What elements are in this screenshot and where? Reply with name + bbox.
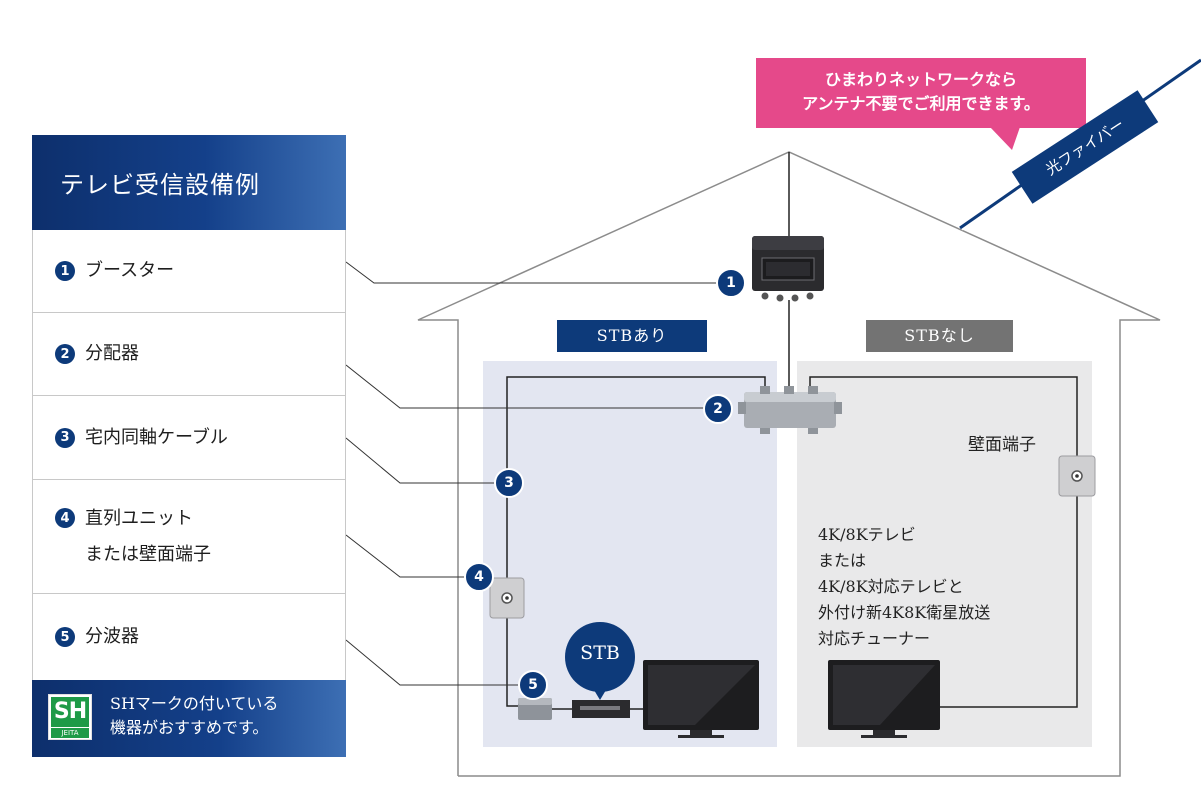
tv-description-line: または <box>818 551 867 570</box>
legend-number: 5 <box>55 627 75 647</box>
diplexer-device <box>518 698 552 720</box>
legend-item-booster: 1 ブースター <box>33 230 345 313</box>
series-unit-left <box>489 577 525 619</box>
tv-description: 4K/8Kテレビ または 4K/8K対応テレビと 外付け新4K8K衛星放送 対応… <box>818 522 990 652</box>
room-badge-without-stb: STBなし <box>866 320 1013 352</box>
legend-item-coax-cable: 3 宅内同軸ケーブル <box>33 396 345 480</box>
callout-diplexer: 5 <box>518 670 548 700</box>
sh-mark-logo: SH JEITA <box>48 694 92 740</box>
booster-device <box>752 236 824 302</box>
bubble-tail <box>990 127 1020 150</box>
house-outline <box>417 151 1161 777</box>
tv-description-line: 外付け新4K8K衛星放送 <box>818 603 991 622</box>
stb-box <box>572 690 630 718</box>
legend-number: 4 <box>55 508 75 528</box>
callout-splitter: 2 <box>703 394 733 424</box>
callout-booster: 1 <box>716 268 746 298</box>
legend-label-group: 直列ユニット または壁面端子 <box>85 501 211 573</box>
sh-logo-sub: JEITA <box>51 728 89 738</box>
tv-right <box>828 660 940 738</box>
legend-label: 分配器 <box>85 343 139 364</box>
sh-note-line: 機器がおすすめです。 <box>110 718 269 737</box>
sh-mark-note: SH JEITA SHマークの付いている 機器がおすすめです。 <box>32 680 346 757</box>
leader-lines <box>345 261 717 686</box>
legend-label: 分波器 <box>85 626 139 647</box>
legend-number: 2 <box>55 344 75 364</box>
wall-terminal-right <box>1058 455 1096 497</box>
legend-number: 1 <box>55 261 75 281</box>
splitter-device <box>738 386 842 434</box>
room-badge-with-stb: STBあり <box>557 320 707 352</box>
tv-left <box>643 660 759 738</box>
stb-label-circle: STB <box>565 622 635 692</box>
bubble-line: ひまわりネットワークなら <box>824 70 1017 89</box>
legend-label: 直列ユニット <box>85 507 193 529</box>
tv-description-line: 4K/8Kテレビ <box>818 525 916 544</box>
sh-logo-main: SH <box>51 697 89 727</box>
legend-number: 3 <box>55 427 75 448</box>
legend-title: テレビ受信設備例 <box>32 135 346 230</box>
legend-label: 宅内同軸ケーブル <box>85 426 228 448</box>
legend-item-series-unit: 4 直列ユニット または壁面端子 <box>33 480 345 594</box>
legend-label: ブースター <box>85 260 175 281</box>
callout-series-unit: 4 <box>464 562 494 592</box>
legend-list: 1 ブースター 2 分配器 3 宅内同軸ケーブル 4 直列ユニット または壁面端… <box>32 230 346 680</box>
sh-note-text: SHマークの付いている 機器がおすすめです。 <box>110 692 278 740</box>
legend-item-diplexer: 5 分波器 <box>33 594 345 680</box>
callout-coax-cable: 3 <box>494 468 524 498</box>
sh-note-line: SHマークの付いている <box>110 694 279 713</box>
bubble-line: アンテナ不要でご利用できます。 <box>802 94 1040 113</box>
legend-item-splitter: 2 分配器 <box>33 313 345 396</box>
tv-description-line: 対応チューナー <box>818 629 931 648</box>
legend-label-line2: または壁面端子 <box>85 543 211 565</box>
antenna-free-bubble: ひまわりネットワークなら アンテナ不要でご利用できます。 <box>756 58 1086 128</box>
tv-description-line: 4K/8K対応テレビと <box>818 577 964 596</box>
wall-terminal-label: 壁面端子 <box>968 435 1036 455</box>
